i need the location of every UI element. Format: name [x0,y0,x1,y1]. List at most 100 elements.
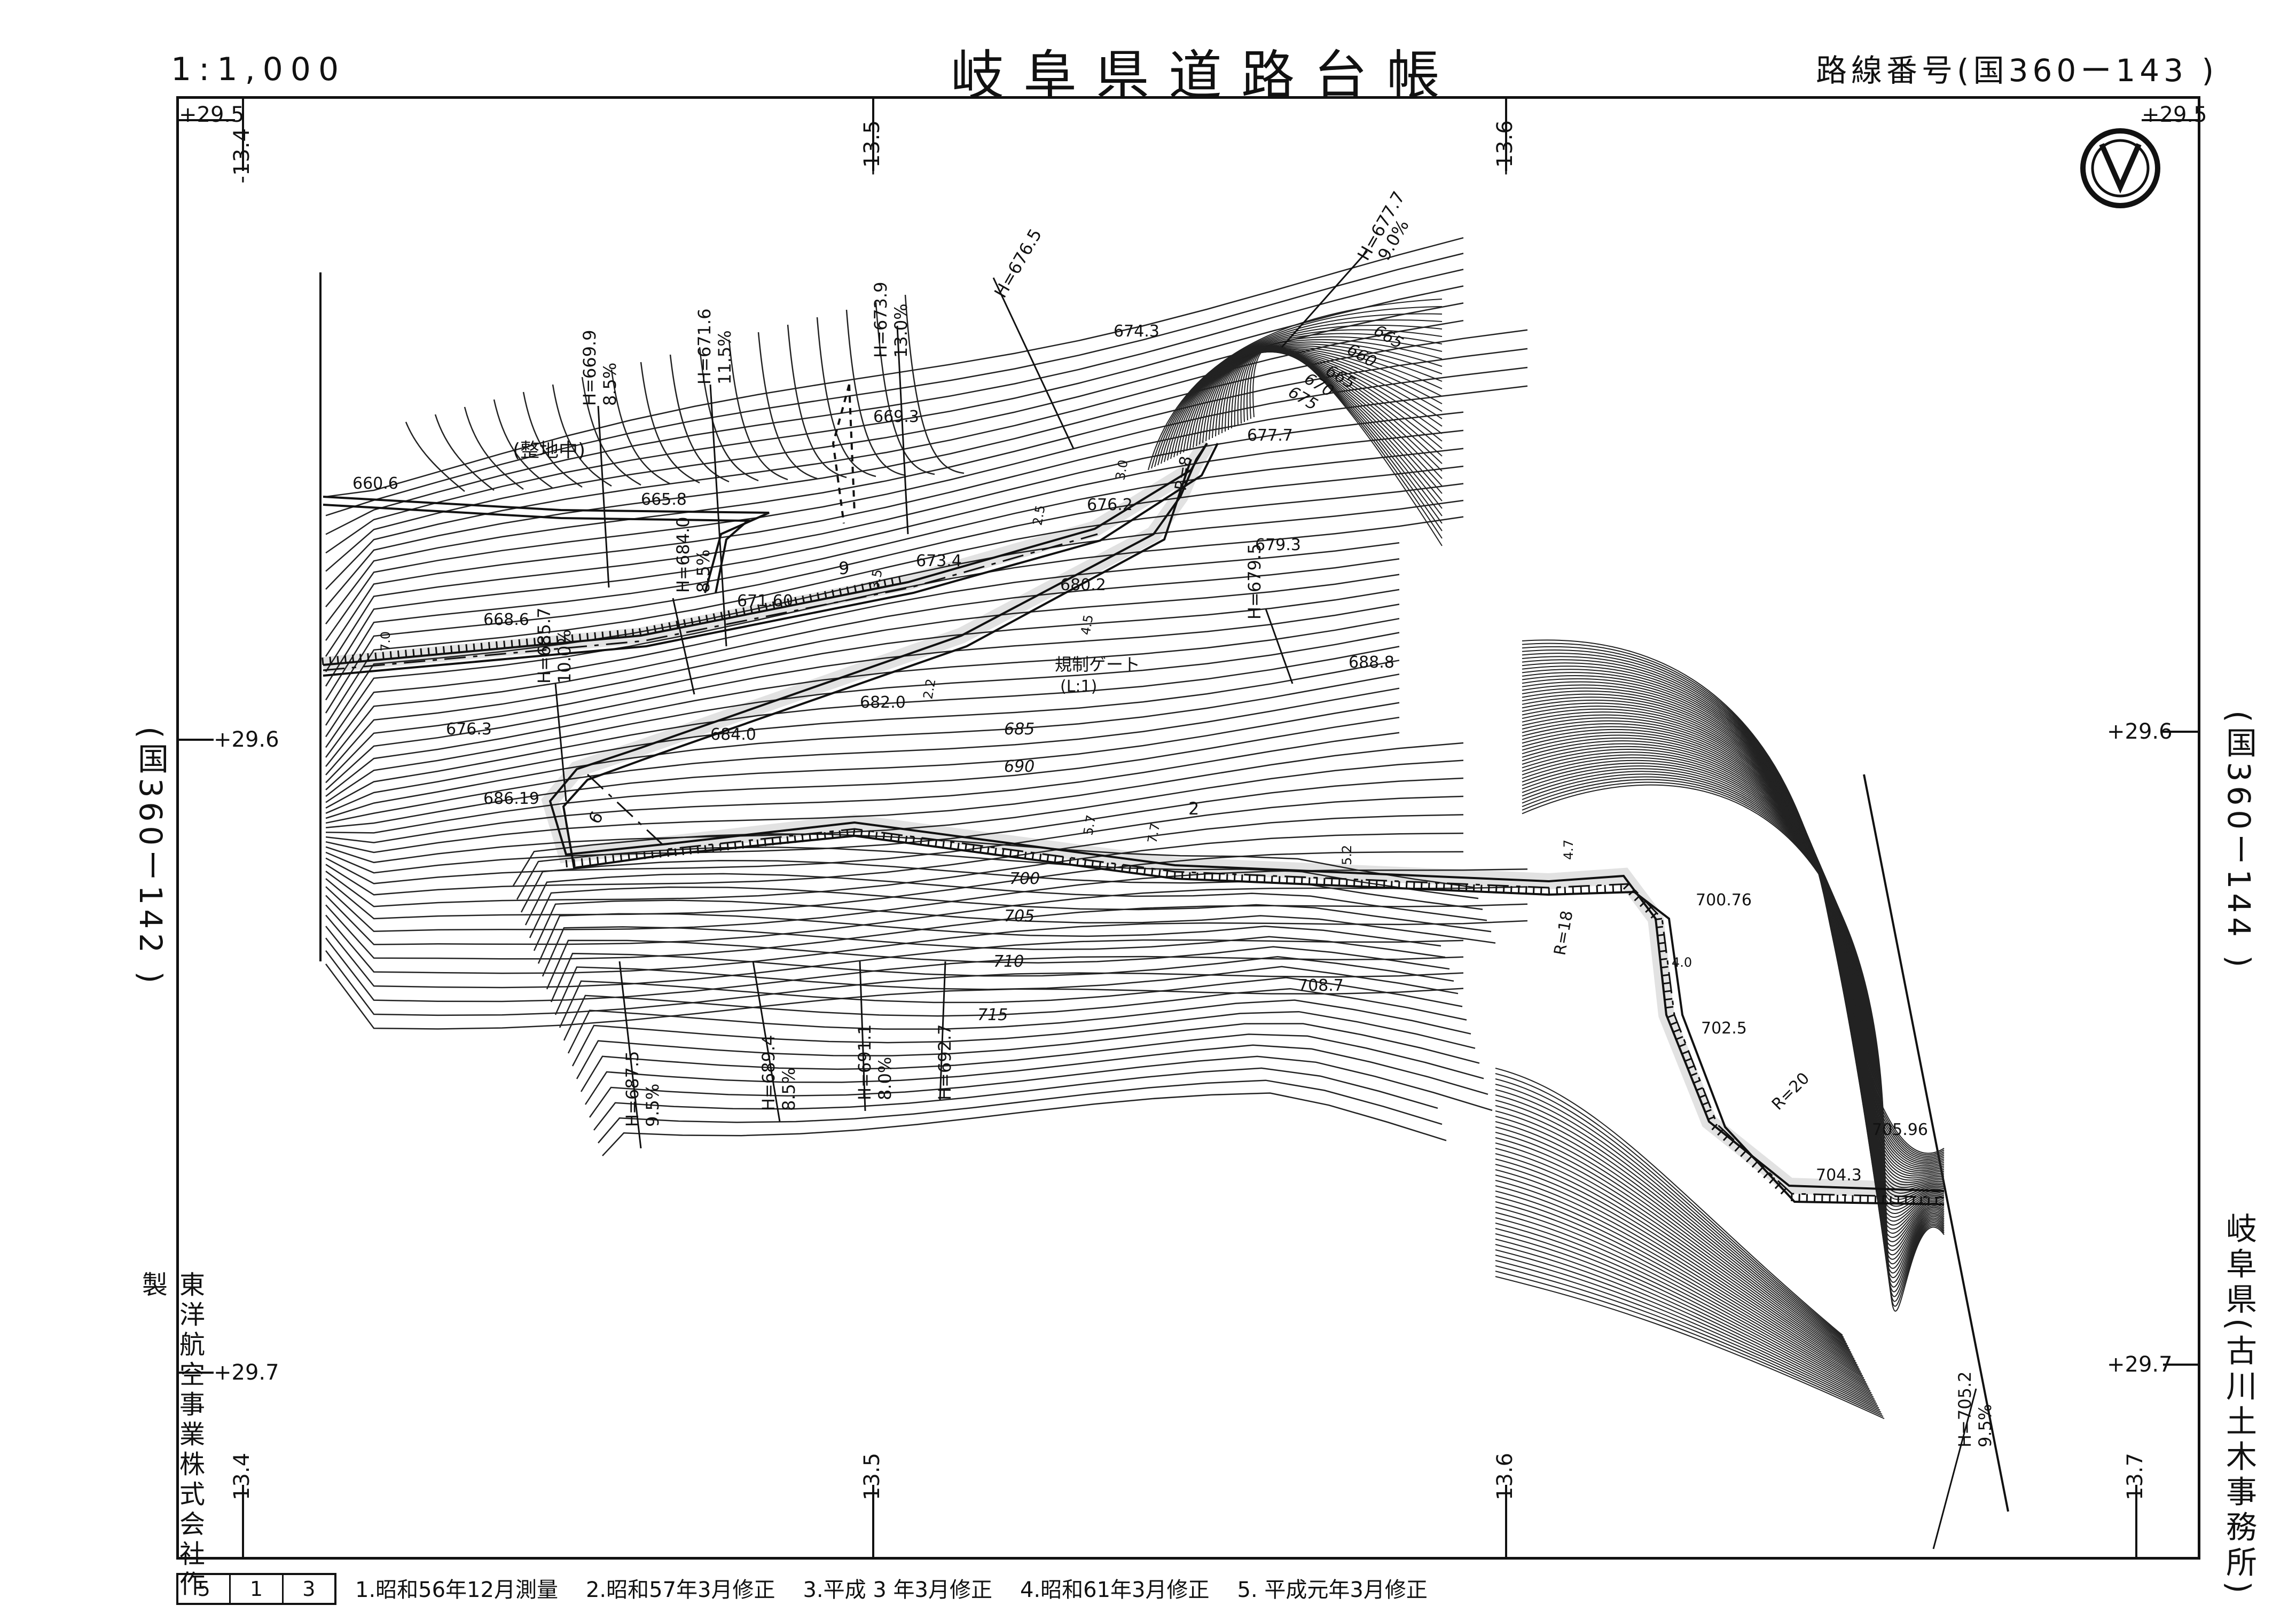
road-width: 4.5 [1078,614,1096,636]
road-width: 4.0 [1672,955,1692,970]
spot-height: 674.3 [1114,322,1159,341]
adjacent-sheet-right: (国360ー144 ) [2221,710,2257,972]
gate-label: 規制ゲート [1055,654,1140,675]
grid-top-1: -13.4 [230,128,254,184]
grade-label: H=685.7 [534,608,554,684]
spot-height: 679.3 [1255,536,1301,554]
revision-note: 5. 平成元年3月修正 [1237,1578,1428,1602]
grid-bottom-2: -13.5 [860,1453,884,1508]
maker-name: 東洋航空事業株式会社作製 [137,1271,205,1600]
grade-label: H=687.5 [622,1051,642,1127]
grid-right-mid: +29.6 [2107,719,2173,744]
spot-height: 704.3 [1816,1166,1862,1185]
contour-label: 700 [1009,870,1040,888]
grid-right-bottom: +29.7 [2107,1352,2173,1377]
sheet-number-cell: 5 [197,1577,210,1601]
spot-height: 686.19 [483,789,539,808]
road-width: 3.5 [867,568,885,591]
spot-height: 684.0 [710,725,756,744]
road-width: 7.7 [1145,822,1163,844]
road-width: 5.7 [1080,814,1099,836]
curve-radius: R=18 [1550,909,1577,957]
road-width: 6 [584,808,607,827]
grade-percent: 9.5% [642,1084,663,1127]
spot-height: 700.76 [1696,891,1752,910]
grid-bottom-4: -13.7 [2123,1453,2148,1508]
grid-right-top: +29.5 [2142,103,2207,127]
road-width: 4.7 [1561,840,1576,860]
grid-left-bottom: +29.7 [214,1360,279,1385]
revision-note: 2.昭和57年3月修正 [585,1578,775,1602]
grade-label: H=705.2 [1955,1372,1975,1447]
area-note: (整地中) [513,440,585,461]
spot-height: 669.3 [873,408,919,426]
grade-label: H=684.0 [673,517,693,593]
map-frame [176,96,2200,1560]
spot-height: 671.60 [737,592,793,610]
revision-note: 3.平成 3 年3月修正 [803,1578,992,1602]
grid-top-2: -13.5 [860,120,884,176]
spot-height: 682.0 [860,693,906,712]
sheet-number-cell: 3 [281,1575,334,1603]
revision-notes: 1.昭和56年12月測量 2.昭和57年3月修正 3.平成 3 年3月修正 4.… [355,1572,1428,1603]
road-width: 2.2 [920,678,938,700]
spot-height: 676.2 [1087,496,1133,514]
adjacent-sheet-left: (国360ー142 ) [132,726,169,988]
contour-label: 685 [1004,720,1035,739]
spot-height: 660.6 [352,474,398,493]
spot-height: 702.5 [1701,1019,1747,1038]
spot-height: 665.8 [641,490,687,509]
grid-top-3: -13.6 [1493,120,1517,176]
spot-height: 673.4 [916,552,962,570]
gate-sub-label: (L:1) [1060,677,1097,696]
grade-label: H=689.4 [758,1035,779,1111]
road-width: 3.0 [1112,459,1131,481]
spot-height: 677.7 [1247,426,1293,445]
north-arrow-icon [2080,128,2160,208]
contour-label: 705 [1004,907,1035,926]
sheet-edge-lines [319,272,2009,1512]
dense-hill-contours [1148,299,1945,1419]
old-road [323,384,856,593]
contour-label: 690 [1004,757,1035,776]
grade-label: H=669.9 [579,330,600,406]
grid-bottom-1: -13.4 [230,1453,254,1508]
grade-label: H=692.7 [935,1024,955,1100]
grade-leaders [554,250,1977,1549]
grade-percent: 10.0% [554,629,575,684]
road-width: 2 [1188,798,1199,819]
revision-note: 1.昭和56年12月測量 [355,1578,558,1602]
spot-height: 705.96 [1872,1121,1928,1139]
spot-height: 688.8 [1349,653,1394,672]
office-name: 岐阜県(古川土木事務所) [2221,1212,2257,1598]
grade-percent: 8.5% [693,550,714,593]
sheet-number-cell: 1 [229,1575,281,1603]
side-ditch-hatching [322,576,1938,1205]
spot-height: 708.7 [1298,976,1344,995]
grid-bottom-3: -13.6 [1493,1453,1517,1508]
contour-label: 715 [977,1006,1008,1024]
revision-note: 4.昭和61年3月修正 [1020,1578,1210,1602]
grade-percent: 9.5% [1975,1404,1995,1447]
grid-left-top: +29.5 [179,103,245,127]
spot-height: 680.2 [1060,576,1106,594]
grade-percent: 8.0% [875,1057,895,1100]
road-width: 7.0 [378,631,393,652]
grid-left-mid: +29.6 [214,727,279,752]
road-width: 9 [839,558,849,578]
spot-height: 668.6 [483,610,529,629]
grade-percent: 11.5% [715,330,735,385]
map-scale: 1:1,000 [171,51,347,88]
route-number: 路線番号(国360ー143 ) [1816,52,2219,89]
contour-lines [325,237,1528,1156]
map-labels: (整地中) 規制ゲート (L:1) 660.6 665.8 668.6 671.… [352,322,1928,1185]
grade-label: H=673.9 [871,282,891,358]
road-alignment [322,438,1945,1205]
spot-height: 676.3 [446,720,492,739]
contour-label: 710 [993,952,1024,971]
grade-label: H=676.5 [990,225,1046,301]
grade-label: H=679.5 [1244,544,1265,620]
grade-label: H=691.1 [855,1024,875,1100]
curve-radius: R=20 [1768,1069,1813,1114]
